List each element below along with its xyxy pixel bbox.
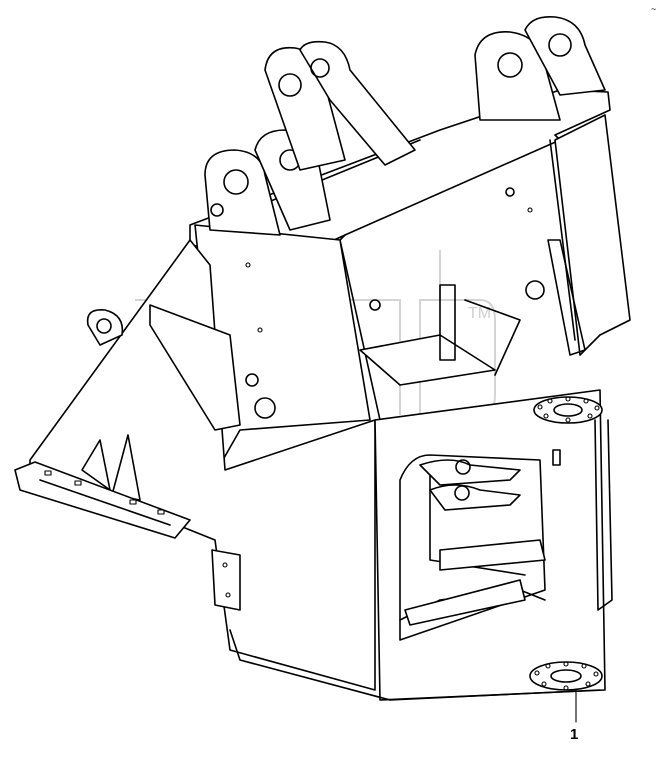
flange-bottom [529,661,603,691]
flange-top [533,396,603,424]
watermark-trademark: TM [468,305,491,322]
corner-mark: ~ [651,4,656,14]
frame-drawing [14,15,631,701]
callout-1: 1 [570,689,578,743]
callout-label: 1 [570,726,578,743]
